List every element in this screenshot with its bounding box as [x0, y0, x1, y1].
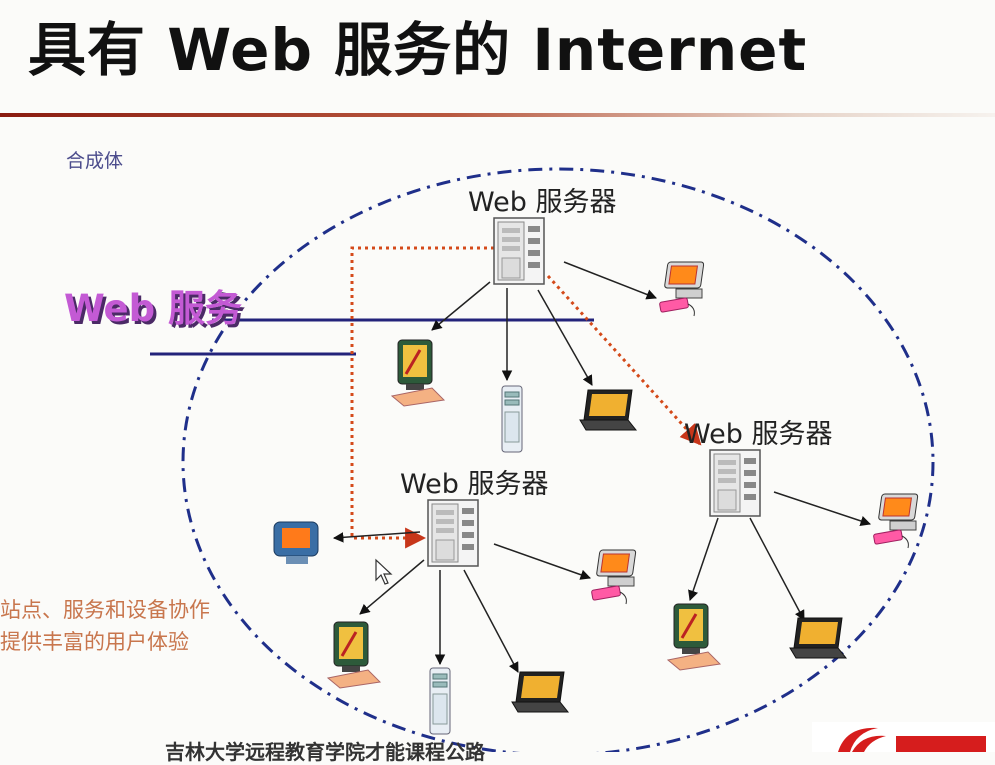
- service-links: [350, 246, 702, 549]
- server-icon-top: [493, 217, 545, 285]
- server-label-left: Web 服务器: [400, 469, 549, 500]
- description-line-1: 站点、服务和设备协作: [0, 598, 210, 622]
- monitor-icon: [273, 521, 319, 564]
- desktop-pc-icon: [590, 549, 637, 605]
- server-label-top: Web 服务器: [468, 187, 617, 218]
- server-label-right: Web 服务器: [684, 419, 833, 450]
- tablet-pc-icon: [390, 338, 446, 408]
- title-underline: [0, 113, 995, 117]
- server-icon-right: [709, 449, 761, 517]
- tower-pc-icon: [429, 667, 451, 735]
- description-line-2: 提供丰富的用户体验: [0, 630, 189, 654]
- laptop-icon: [579, 389, 637, 431]
- connection-arrows: [332, 261, 871, 673]
- tower-pc-icon: [501, 385, 523, 453]
- network-boundary: [181, 167, 935, 752]
- laptop-icon: [789, 617, 847, 659]
- desktop-pc-icon: [658, 261, 705, 317]
- logo-icon: [812, 722, 995, 752]
- server-icon-left: [427, 499, 479, 567]
- desktop-pc-icon: [872, 493, 919, 549]
- laptop-icon: [511, 671, 569, 713]
- footer-text: 吉林大学远程教育学院才能课程公路: [165, 740, 485, 764]
- web-service-label: Web 服务: [64, 287, 242, 330]
- tablet-pc-icon: [326, 620, 382, 690]
- slide-title: 具有 Web 服务的 Internet: [28, 16, 808, 84]
- cursor-icon: [375, 558, 393, 585]
- tablet-pc-icon: [666, 602, 722, 672]
- subtitle: 合成体: [66, 150, 124, 172]
